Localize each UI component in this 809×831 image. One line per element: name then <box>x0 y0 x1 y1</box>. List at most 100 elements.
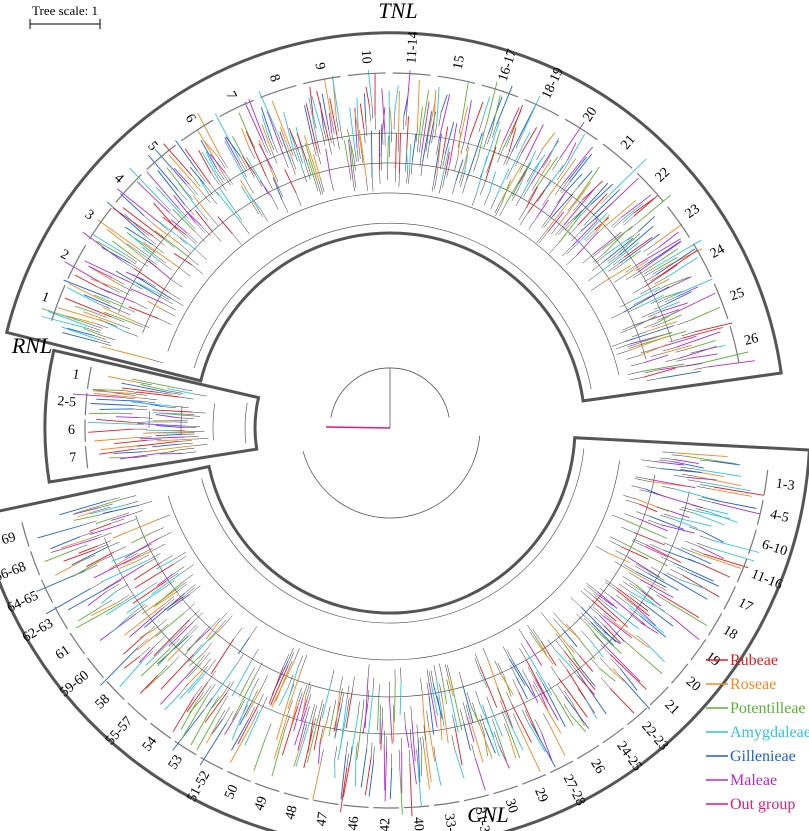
internal-branch <box>80 531 94 537</box>
internal-branch <box>361 149 364 164</box>
internal-branch <box>548 243 559 254</box>
clade-bracket <box>649 686 669 706</box>
tip-branch <box>527 721 546 753</box>
tip-branch <box>678 578 705 589</box>
tip-branch <box>152 223 180 244</box>
internal-branch <box>643 266 656 275</box>
tip-branch <box>504 713 524 751</box>
tip-branch <box>78 545 99 554</box>
clade-bracket <box>602 143 633 169</box>
internal-branch <box>153 236 165 246</box>
tip-branch <box>637 518 668 532</box>
tip-branch <box>707 360 756 368</box>
tip-branch <box>647 643 666 663</box>
tip-branch <box>393 85 399 116</box>
clade-bracket <box>433 801 460 806</box>
clade-label-tnl: 15 <box>451 54 468 71</box>
tip-branch <box>580 668 596 687</box>
tip-branch <box>647 572 679 591</box>
internal-branch <box>156 619 168 629</box>
internal-branch <box>193 685 203 697</box>
internal-branch <box>405 157 407 172</box>
tip-branch <box>461 82 469 120</box>
internal-branch <box>425 137 429 152</box>
tip-branch <box>535 156 559 190</box>
internal-branch <box>138 227 150 237</box>
internal-branch <box>208 192 218 205</box>
internal-branch <box>334 746 338 761</box>
tip-branch <box>100 445 140 451</box>
tip-branch <box>303 135 320 181</box>
tip-branch <box>662 549 701 565</box>
internal-branch <box>630 362 645 367</box>
internal-branch <box>121 393 136 396</box>
tip-branch <box>94 294 123 307</box>
tip-branch <box>325 148 331 178</box>
internal-branch <box>157 624 169 634</box>
tip-branch <box>511 704 532 743</box>
tip-branch <box>666 257 698 278</box>
tip-branch <box>136 633 158 651</box>
tip-branch <box>605 236 632 256</box>
internal-branch <box>696 486 711 490</box>
tip-branch <box>244 709 262 746</box>
tip-branch <box>626 568 667 591</box>
internal-branch <box>499 203 507 217</box>
tip-branch <box>421 692 427 742</box>
tip-branch <box>462 685 474 723</box>
internal-branch <box>528 217 537 230</box>
clade-bracket <box>150 722 172 739</box>
internal-branch <box>134 302 148 310</box>
internal-branch <box>330 177 334 191</box>
internal-branch <box>117 308 131 316</box>
tip-branch <box>283 111 294 149</box>
tip-branch <box>609 687 635 714</box>
tip-branch <box>143 431 191 434</box>
tip-branch <box>662 250 698 275</box>
tip-branch <box>563 188 595 226</box>
internal-branch <box>423 725 426 740</box>
tip-branch <box>660 302 688 313</box>
internal-branch <box>622 213 634 223</box>
section-outlines <box>0 31 809 831</box>
tip-branch <box>590 621 615 646</box>
internal-branch <box>686 363 701 367</box>
internal-branch <box>550 666 560 679</box>
internal-branch <box>240 156 248 169</box>
tip-branch <box>67 327 94 336</box>
internal-branch <box>74 544 88 551</box>
tip-branch <box>502 107 520 142</box>
tip-branch <box>187 670 208 694</box>
internal-branch <box>283 653 290 667</box>
legend-label: Rubeae <box>730 652 778 669</box>
internal-branch <box>533 680 541 694</box>
tip-branch <box>295 717 312 767</box>
internal-branch <box>169 656 180 667</box>
internal-branch <box>612 514 626 521</box>
internal-branch <box>277 133 283 147</box>
tip-branch <box>637 215 656 233</box>
tip-branch <box>342 760 351 798</box>
clade-bracket <box>636 172 664 202</box>
tip-branch <box>99 448 133 455</box>
internal-branch <box>226 681 235 694</box>
tip-branch <box>597 594 614 607</box>
internal-branch <box>625 264 638 273</box>
tip-branch <box>534 636 547 655</box>
tip-branch <box>131 401 175 407</box>
tip-branch <box>652 492 703 509</box>
internal-branch <box>609 540 622 548</box>
tip-branch <box>425 739 432 783</box>
tip-branch <box>549 158 577 195</box>
internal-branch <box>147 439 162 441</box>
internal-branch <box>438 112 442 127</box>
tip-branch <box>623 202 644 219</box>
tip-branch <box>241 127 250 147</box>
tip-branch <box>239 702 252 726</box>
tip-branch <box>602 264 632 283</box>
internal-branch <box>660 457 675 460</box>
tip-branch <box>61 538 89 549</box>
internal-branch <box>157 221 169 231</box>
tip-branch <box>695 475 741 487</box>
clade-label-tnl: 4 <box>111 171 126 187</box>
